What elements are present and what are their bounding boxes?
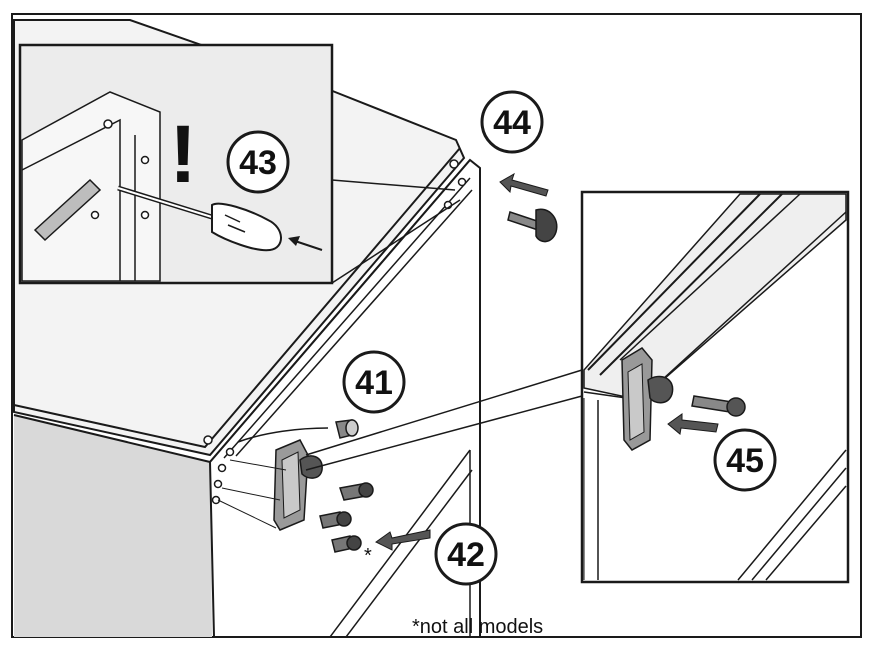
step-43-callout: 43 xyxy=(226,130,290,194)
warning-icon: ! xyxy=(169,109,196,200)
arrow-44-icon xyxy=(499,172,549,197)
recess-line-1 xyxy=(223,177,471,459)
zoom-line xyxy=(305,395,583,471)
inset-panel-45: 45 xyxy=(580,190,850,584)
mounting-hole xyxy=(449,159,459,169)
inset-screw-icon xyxy=(691,395,746,417)
screw-icon xyxy=(319,511,352,529)
step-41-label: 41 xyxy=(355,364,393,402)
inner-profile-1 xyxy=(329,449,471,638)
arrow-45-icon xyxy=(667,413,719,435)
screw-icon xyxy=(331,535,362,553)
step-45-label: 45 xyxy=(726,442,764,480)
knob-screw-icon xyxy=(507,208,558,243)
step-44-label: 44 xyxy=(493,104,531,142)
screwdriver-icon xyxy=(117,185,282,252)
pointer-41 xyxy=(237,427,329,443)
cabinet-front xyxy=(14,415,212,637)
mounting-hole xyxy=(225,447,235,457)
hinge-bracket-icon xyxy=(273,439,323,531)
step-45-callout: 45 xyxy=(713,428,777,492)
cap-icon xyxy=(335,419,359,439)
inset-hinge-icon xyxy=(621,347,674,451)
recess-line-2 xyxy=(235,189,473,457)
mounting-hole xyxy=(203,435,213,445)
worktop-edge xyxy=(13,147,461,449)
step-41-callout: 41 xyxy=(342,350,406,414)
mounting-hole xyxy=(213,479,223,489)
zoom-line xyxy=(305,369,583,456)
inner-profile-2 xyxy=(345,469,473,638)
arrow-42-icon xyxy=(375,529,431,551)
step-43-label: 43 xyxy=(239,144,277,182)
zoom-line xyxy=(331,179,456,191)
footnote-not-all-models: *not all models xyxy=(412,616,543,638)
mounting-hole xyxy=(457,177,467,187)
step-42-callout: 42 xyxy=(434,522,498,586)
zoom-line xyxy=(331,199,461,284)
push-arrow-icon xyxy=(288,236,323,251)
mounting-hole xyxy=(211,495,221,505)
screw-icon xyxy=(339,482,374,501)
step-44-callout: 44 xyxy=(480,90,544,154)
mounting-hole xyxy=(217,463,227,473)
step-42-label: 42 xyxy=(447,536,485,574)
inset-panel-43: ! 43 xyxy=(18,43,334,285)
asterisk-mark: * xyxy=(364,545,372,567)
